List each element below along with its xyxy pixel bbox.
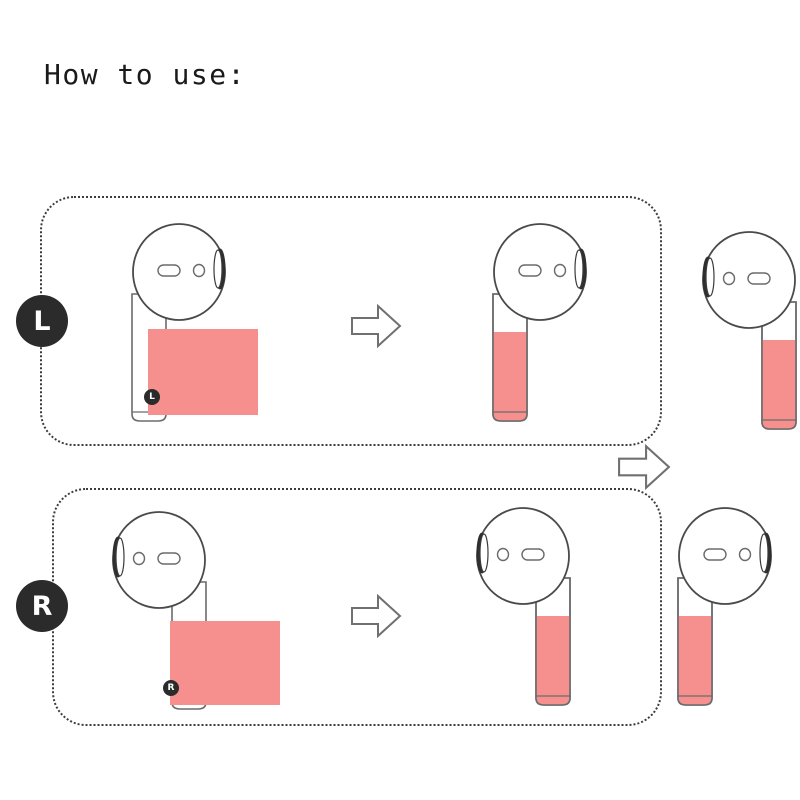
page-title: How to use: — [44, 58, 246, 91]
stem-chip-left: L — [144, 389, 160, 405]
sticker-sheet-left — [148, 329, 258, 415]
earbud-left-step2-applied — [487, 223, 611, 424]
sticker-sheet-right — [170, 621, 280, 705]
next-step-arrow-row2 — [348, 590, 404, 646]
next-step-arrow-row1 — [348, 300, 404, 356]
channel-badge-left: L — [16, 295, 68, 347]
earbud-left-step3-finished — [678, 231, 800, 432]
earbud-right-step2-applied — [452, 507, 576, 708]
repeat-for-right-arrow — [612, 440, 676, 498]
earbud-left-step1-bare — [126, 223, 250, 424]
channel-badge-right: R — [16, 580, 68, 632]
stem-chip-right: R — [163, 680, 179, 696]
earbud-right-step3-finished — [672, 507, 796, 708]
